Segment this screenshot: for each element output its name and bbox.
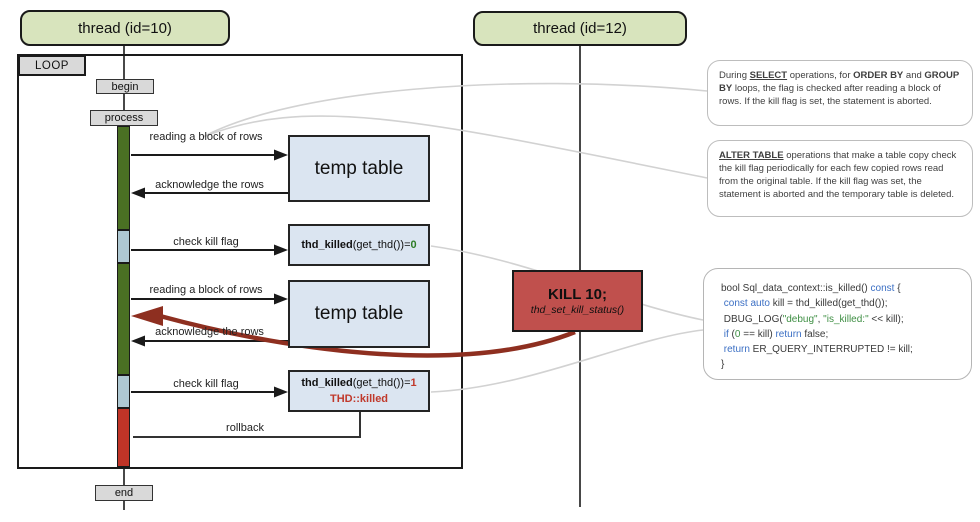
loop-label: LOOP — [18, 55, 86, 76]
begin-node: begin — [96, 79, 154, 94]
msg-ack2: acknowledge the rows — [155, 326, 264, 338]
kill-arrow-curve — [159, 313, 576, 358]
kill-arrow-head — [131, 306, 163, 326]
arrow-ack2-head — [131, 335, 145, 347]
arrow-reading1-head — [274, 149, 288, 161]
msg-check2: check kill flag — [173, 378, 239, 390]
connector-select-note — [202, 82, 708, 138]
end-node: end — [95, 485, 153, 501]
kill-check-2-line1: thd_killed(get_thd())=1 — [301, 377, 417, 389]
arrow-check1-head — [274, 244, 288, 256]
kill-check-box-2: thd_killed(get_thd())=1 THD::killed — [288, 370, 430, 412]
msg-reading2: reading a block of rows — [149, 284, 263, 296]
kill-command-box: KILL 10; thd_set_kill_status() — [512, 270, 643, 332]
rollback-line — [133, 412, 361, 438]
alter-table-note-text: ALTER TABLE operations that make a table… — [719, 150, 957, 200]
msg-check1: check kill flag — [173, 236, 239, 248]
activation-killed — [117, 408, 130, 467]
temp-table-box-1: temp table — [288, 135, 430, 202]
activation-check-1 — [117, 230, 130, 263]
select-note-text: During SELECT operations, for ORDER BY a… — [719, 70, 960, 107]
kill-check-1-text: thd_killed(get_thd())=0 — [301, 239, 417, 251]
activation-check-2 — [117, 375, 130, 408]
kill-check-2-line2: THD::killed — [329, 393, 389, 405]
temp-table-2-label: temp table — [314, 303, 404, 324]
alter-table-note: ALTER TABLE operations that make a table… — [707, 140, 973, 217]
temp-table-1-label: temp table — [314, 157, 404, 179]
loop-label-text: LOOP — [35, 59, 69, 72]
activation-running-2 — [117, 263, 130, 375]
msg-ack1: acknowledge the rows — [155, 179, 264, 191]
connector-code-check2 — [430, 329, 704, 393]
select-note: During SELECT operations, for ORDER BY a… — [707, 60, 973, 126]
thread-12-header: thread (id=12) — [473, 11, 687, 46]
temp-table-box-2: temp table — [288, 280, 430, 348]
process-node: process — [90, 110, 158, 126]
process-label: process — [104, 112, 144, 124]
arrow-check2-head — [274, 386, 288, 398]
begin-label: begin — [111, 80, 139, 93]
is-killed-code-note: bool Sql_data_context::is_killed() const… — [703, 268, 972, 380]
kill-command-subtitle: thd_set_kill_status() — [530, 304, 625, 316]
thread-10-header: thread (id=10) — [20, 10, 230, 46]
msg-reading1: reading a block of rows — [149, 131, 263, 143]
kill-check-box-1: thd_killed(get_thd())=0 — [288, 224, 430, 266]
activation-running-1 — [117, 126, 130, 230]
connector-alter-note — [202, 115, 708, 179]
loop-frame — [17, 54, 463, 469]
is-killed-code: bool Sql_data_context::is_killed() const… — [721, 283, 913, 371]
kill-command-title: KILL 10; — [548, 286, 607, 303]
arrow-reading2-head — [274, 293, 288, 305]
thread-12-label: thread (id=12) — [533, 20, 627, 37]
msg-rollback: rollback — [226, 422, 264, 434]
end-label: end — [114, 487, 134, 499]
arrow-ack1-head — [131, 187, 145, 199]
thread-10-label: thread (id=10) — [78, 19, 172, 37]
